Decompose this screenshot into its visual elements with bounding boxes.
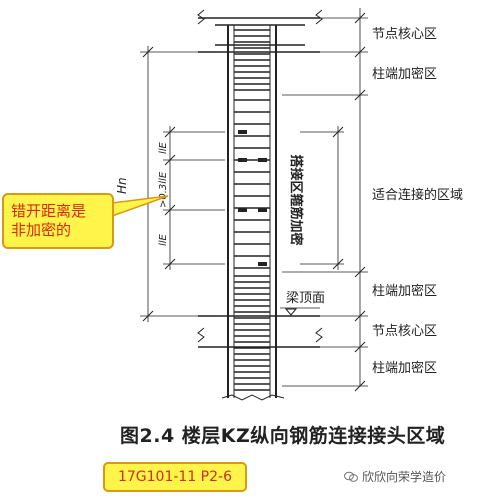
callout-line-1: 错开距离是 [11, 202, 87, 220]
splice-dimension: llE >0.3llE llE [158, 126, 225, 270]
column-body [221, 25, 285, 401]
callout-note: 错开距离是 非加密的 [2, 193, 114, 249]
node-core-top-label: 节点核心区 [372, 27, 437, 42]
beam-top-marker: 梁顶面 [280, 291, 325, 316]
suitable-zone-label: 适合连接的区域 [372, 187, 463, 203]
beam-top-label: 梁顶面 [286, 291, 325, 306]
chat-bubble-icon [344, 471, 358, 482]
lle-top-label: llE [158, 141, 169, 154]
col-end-dense-top-label: 柱端加密区 [372, 66, 437, 82]
col-end-dense-bottom-label: 柱端加密区 [372, 283, 437, 299]
watermark: 欣欣向荣学造价 [344, 468, 446, 485]
splice-zone-label: 搭接区箍筋加密 [288, 154, 304, 245]
hn-dimension: Hn [115, 46, 215, 322]
right-zone-dimension [282, 8, 368, 392]
stirrups [234, 29, 270, 391]
hn-label: Hn [115, 177, 129, 194]
callout-line-2: 非加密的 [11, 221, 72, 239]
node-core-bottom-label: 节点核心区 [372, 324, 437, 339]
offset-label: >0.3llE [158, 171, 169, 208]
reference-badge: 17G101-11 P2-6 [103, 462, 247, 492]
watermark-text: 欣欣向荣学造价 [362, 470, 447, 484]
figure-caption: 图2.4 楼层KZ纵向钢筋连接接头区域 [120, 425, 446, 447]
lle-bottom-label: llE [158, 233, 169, 246]
splice-zone-marker: 搭接区箍筋加密 [288, 126, 344, 270]
top-slab [197, 9, 323, 53]
splice-bars [238, 130, 267, 266]
col-end-dense-lower-label: 柱端加密区 [372, 360, 437, 376]
bottom-slab [197, 315, 323, 348]
